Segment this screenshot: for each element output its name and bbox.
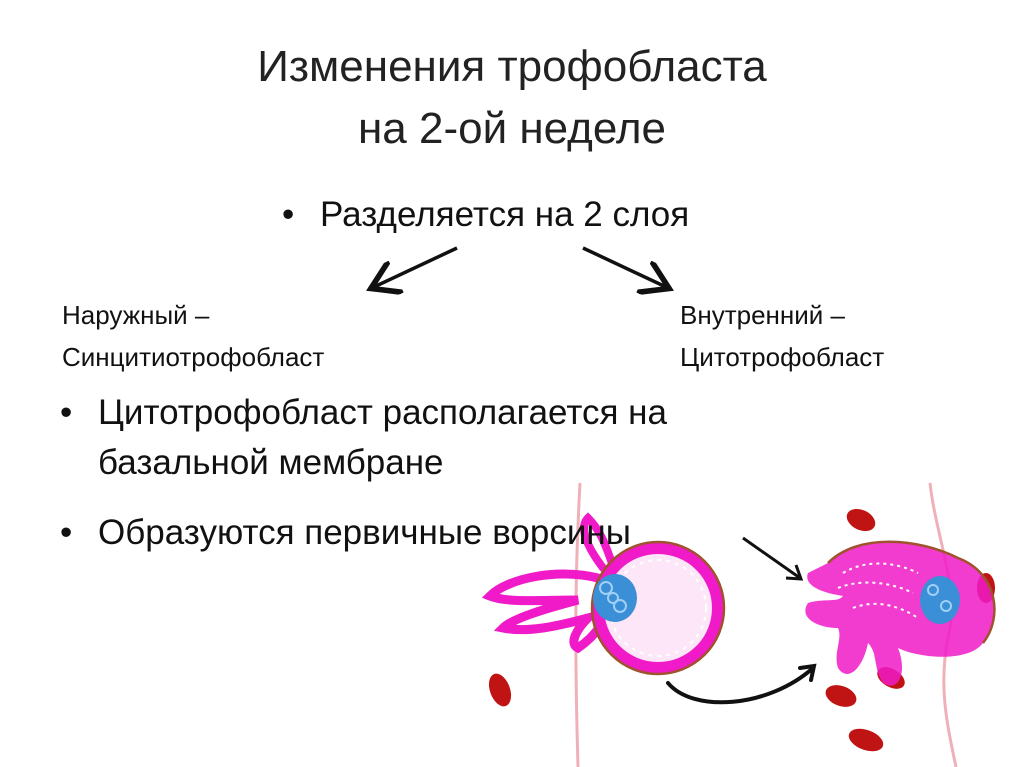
arrow-left-icon bbox=[374, 246, 458, 287]
blood-cell bbox=[848, 728, 884, 752]
blood-cell bbox=[846, 508, 876, 532]
bullet-cyto-line-2: базальной мембране bbox=[98, 443, 444, 482]
inner-cell-mass bbox=[593, 574, 637, 622]
inner-layer-line-2: Цитотрофобласт bbox=[680, 342, 885, 372]
outer-layer-line-1: Наружный – bbox=[62, 300, 210, 330]
primary-villus bbox=[805, 540, 996, 686]
transition-arrow-icon bbox=[666, 666, 815, 705]
inner-cell-mass bbox=[920, 576, 960, 624]
bullet-dot: • bbox=[282, 195, 295, 234]
outer-layer-label: Наружный – Синцитиотрофобласт bbox=[62, 294, 324, 378]
arrow-right-icon bbox=[582, 246, 666, 287]
bullet-dot: • bbox=[60, 393, 73, 432]
inner-layer-line-1: Внутренний – bbox=[680, 300, 845, 330]
blood-cell bbox=[488, 673, 512, 707]
bullet-villi: • Образуются первичные ворсины bbox=[60, 508, 631, 558]
early-villus bbox=[481, 512, 726, 676]
pointer-arrow-icon bbox=[742, 536, 801, 580]
bullet-cyto-line-1: Цитотрофобласт располагается на bbox=[98, 393, 667, 432]
bullet-split: • Разделяется на 2 слоя bbox=[282, 190, 690, 240]
bullet-cytotrophoblast: • Цитотрофобласт располагается на базаль… bbox=[60, 388, 667, 488]
title-line-2: на 2-ой неделе bbox=[357, 104, 667, 153]
bullet-split-text: Разделяется на 2 слоя bbox=[320, 195, 690, 234]
primary-villi-illustration bbox=[478, 478, 1024, 767]
title-line-1: Изменения трофобласта bbox=[257, 42, 767, 91]
outer-layer-line-2: Синцитиотрофобласт bbox=[62, 342, 325, 372]
bullet-villi-text: Образуются первичные ворсины bbox=[98, 513, 631, 552]
bullet-dot: • bbox=[60, 513, 73, 552]
inner-layer-label: Внутренний – Цитотрофобласт bbox=[680, 294, 884, 378]
slide-title: Изменения трофобласта на 2-ой неделе bbox=[0, 36, 1024, 160]
blood-cell bbox=[825, 685, 857, 707]
